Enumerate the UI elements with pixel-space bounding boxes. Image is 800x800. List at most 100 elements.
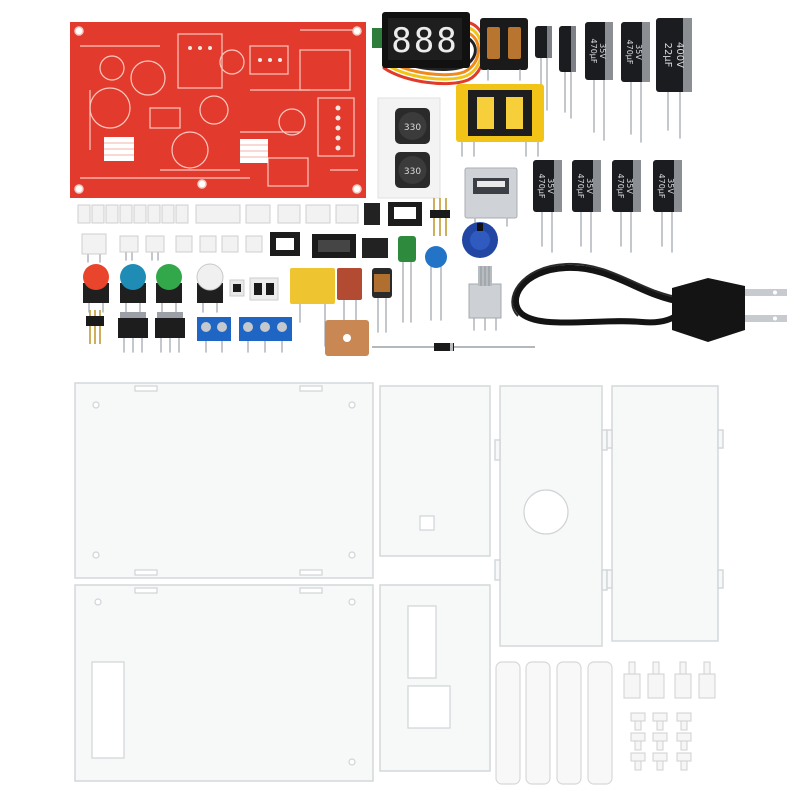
connector	[105, 204, 119, 224]
inductor-label: 330	[404, 123, 421, 133]
connector	[335, 204, 359, 224]
voltage-regulator-1	[118, 312, 148, 353]
connector	[175, 235, 193, 253]
pcb-mounting-holes	[74, 26, 362, 194]
pcb-heatsink-pads	[104, 137, 268, 163]
capacitor-voltage: 35V	[634, 44, 643, 60]
terminal-block-3pin	[239, 317, 292, 353]
pcb-silkscreen	[80, 29, 358, 187]
capacitor-top-3: 22μF 400V	[656, 18, 692, 139]
acrylic-panel-side-hole	[494, 385, 608, 647]
capacitor-value: 470μF	[657, 174, 666, 199]
knob-hole	[523, 489, 569, 535]
potentiometer	[468, 266, 502, 331]
connector	[245, 235, 263, 253]
capacitor-small-2	[559, 26, 576, 119]
connector	[305, 204, 331, 224]
acrylic-panel-front	[379, 385, 491, 557]
power-cord	[511, 262, 787, 342]
pin-header-3	[86, 310, 104, 344]
capacitor-voltage: 35V	[625, 178, 634, 194]
capacitor-value: 470μF	[589, 39, 598, 64]
jumper	[364, 203, 380, 225]
display-digits: 888	[391, 21, 458, 61]
inductor-label: 330	[404, 167, 421, 177]
capacitor-voltage: 35V	[585, 178, 594, 194]
screws	[630, 712, 692, 771]
inductor-1: 330	[395, 108, 430, 144]
seven-segment-display: 888	[372, 12, 487, 86]
standoff	[556, 661, 582, 785]
standoff	[525, 661, 551, 785]
push-button-red	[83, 264, 109, 313]
connector	[199, 235, 217, 253]
transformer	[456, 84, 544, 157]
ceramic-capacitor	[425, 246, 447, 268]
film-capacitor-green	[398, 236, 416, 262]
display-face	[388, 18, 462, 60]
inductor-2: 330	[395, 152, 430, 188]
capacitor-small-1	[535, 26, 552, 111]
capacitor-bottom-2: 470μF 35V	[572, 160, 601, 253]
connector-row-2	[81, 222, 498, 323]
diode	[372, 343, 535, 351]
push-button-white	[196, 263, 224, 313]
standoff	[495, 661, 521, 785]
acrylic-panel-bottom-large	[74, 584, 374, 782]
connector	[91, 204, 105, 224]
standoff	[587, 661, 613, 785]
capacitor-voltage: 400V	[674, 42, 685, 68]
connector	[119, 204, 133, 224]
capacitor-value: 470μF	[537, 174, 546, 199]
capacitor-bottom-1: 470μF 35V	[533, 160, 562, 253]
capacitor-value: 470μF	[576, 174, 585, 199]
display-pcb-edge	[372, 28, 384, 48]
pcb-substrate	[70, 22, 366, 198]
capacitor-voltage: 35V	[598, 43, 607, 59]
choke-inductor	[372, 268, 392, 333]
connector	[175, 204, 189, 224]
standoffs	[495, 661, 613, 785]
plug	[672, 278, 787, 342]
capacitor-top-2: 470μF 35V	[621, 22, 650, 143]
pcb-board	[70, 22, 366, 198]
connector	[119, 235, 139, 253]
ic-chip	[362, 238, 388, 258]
capacitor-value: 22μF	[662, 43, 673, 68]
acrylic-panel-side	[606, 385, 724, 642]
connector	[77, 204, 91, 224]
power-inductors: 330 330	[377, 97, 441, 199]
acrylic-panel-back	[379, 584, 491, 772]
push-button-blue	[120, 264, 146, 313]
connector	[195, 204, 241, 224]
pcb-solder-pads	[188, 46, 341, 151]
capacitor-value: 470μF	[625, 40, 634, 65]
capacitor-top-1: 470μF 35V	[585, 22, 613, 141]
capacitor-bottom-3: 470μF 35V	[612, 160, 641, 253]
connector	[221, 235, 239, 253]
power-cable	[513, 264, 685, 326]
small-connectors	[229, 277, 279, 301]
usb-port	[464, 167, 518, 227]
potentiometer-knob	[462, 222, 498, 258]
capacitor-voltage: 35V	[666, 178, 675, 194]
connector	[161, 204, 175, 224]
connector	[277, 204, 301, 224]
voltage-regulator-2	[155, 312, 185, 353]
capacitor-value: 470μF	[616, 174, 625, 199]
connector	[245, 204, 271, 224]
connector	[81, 233, 107, 255]
acrylic-panel-top-large	[74, 382, 374, 579]
capacitor-bottom-4: 470μF 35V	[653, 160, 682, 253]
connector	[147, 204, 161, 224]
connector-row-1	[77, 198, 450, 236]
thermal-pad	[325, 320, 369, 356]
common-mode-choke	[480, 18, 528, 81]
capacitor-voltage: 35V	[546, 178, 555, 194]
hex-spacers	[623, 661, 716, 699]
connector	[133, 204, 147, 224]
terminal-block-2pin	[197, 317, 231, 353]
push-button-green	[156, 264, 182, 313]
